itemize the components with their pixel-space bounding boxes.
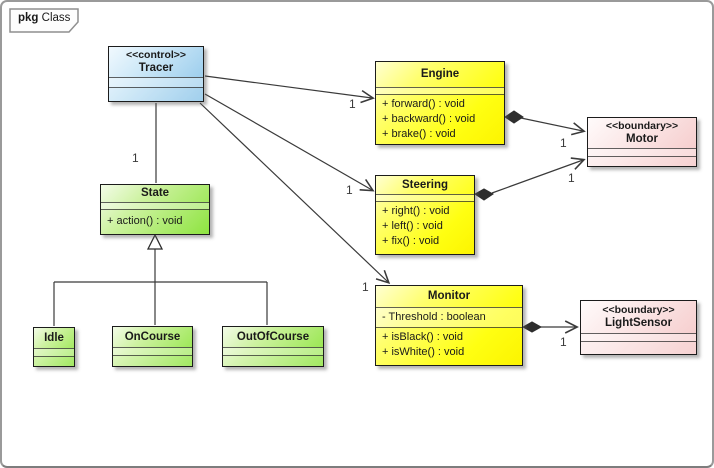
association-tracer-monitor[interactable] <box>199 102 391 285</box>
motor-title-compartment: <<boundary>> Motor <box>588 118 696 148</box>
class-motor[interactable]: <<boundary>> Motor <box>587 117 697 167</box>
lightsensor-stereotype: <<boundary>> <box>602 304 675 316</box>
operation: + brake() : void <box>382 128 456 140</box>
motor-stereotype: <<boundary>> <box>605 120 679 132</box>
engine-operations-compartment: + forward() : void + backward() : void +… <box>376 94 504 144</box>
engine-title-compartment: Engine <box>376 62 504 87</box>
engine-name: Engine <box>420 68 460 80</box>
class-state[interactable]: State + action() : void <box>100 184 210 235</box>
steering-title-compartment: Steering <box>376 176 474 194</box>
multiplicity-steering-motor: 1 <box>568 171 575 185</box>
tracer-title-compartment: <<control>> Tracer <box>109 47 203 77</box>
aggregation-engine-motor[interactable] <box>504 110 586 136</box>
diamond-icon <box>474 188 494 201</box>
tracer-operations-compartment <box>109 87 203 101</box>
class-outofcourse[interactable]: OutOfCourse <box>222 326 324 367</box>
tracer-name: Tracer <box>138 62 174 74</box>
tracer-attributes-compartment <box>109 77 203 87</box>
oncourse-operations-compartment <box>113 355 192 366</box>
class-idle[interactable]: Idle <box>33 327 75 367</box>
operation: + isWhite() : void <box>382 346 465 358</box>
oncourse-attributes-compartment <box>113 347 192 355</box>
multiplicity-tracer-state: 1 <box>132 151 139 165</box>
motor-attributes-compartment <box>588 148 696 156</box>
operation: + action() : void <box>107 215 183 227</box>
monitor-operations-compartment: + isBlack() : void + isWhite() : void <box>376 327 522 365</box>
outofcourse-operations-compartment <box>223 355 323 366</box>
state-title-compartment: State <box>101 185 209 202</box>
outofcourse-attributes-compartment <box>223 347 323 355</box>
idle-operations-compartment <box>34 356 74 366</box>
class-oncourse[interactable]: OnCourse <box>112 326 193 367</box>
lightsensor-attributes-compartment <box>581 333 696 341</box>
steering-operations-compartment: + right() : void + left() : void + fix()… <box>376 201 474 254</box>
idle-name: Idle <box>44 331 64 344</box>
diamond-icon <box>521 321 543 333</box>
steering-attributes-compartment <box>376 194 474 201</box>
motor-operations-compartment <box>588 156 696 166</box>
state-operations-compartment: + action() : void <box>101 209 209 234</box>
oncourse-name: OnCourse <box>124 330 181 343</box>
idle-title-compartment: Idle <box>34 328 74 348</box>
state-name: State <box>140 187 170 199</box>
association-tracer-steering[interactable] <box>204 93 375 192</box>
package-tab[interactable]: pkg Class <box>18 12 70 25</box>
class-lightsensor[interactable]: <<boundary>> LightSensor <box>580 300 697 355</box>
motor-name: Motor <box>626 133 658 145</box>
steering-name: Steering <box>401 178 448 191</box>
aggregation-steering-motor[interactable] <box>474 157 586 201</box>
monitor-attributes-compartment: - Threshold : boolean <box>376 307 522 327</box>
association-tracer-engine[interactable] <box>204 75 375 104</box>
class-engine[interactable]: Engine + forward() : void + backward() :… <box>375 61 505 145</box>
package-name: Class <box>41 12 71 24</box>
operation: + left() : void <box>382 220 443 232</box>
oncourse-title-compartment: OnCourse <box>113 327 192 347</box>
outofcourse-title-compartment: OutOfCourse <box>223 327 323 347</box>
operation: + forward() : void <box>382 98 465 110</box>
idle-attributes-compartment <box>34 348 74 356</box>
operation: + backward() : void <box>382 113 476 125</box>
engine-attributes-compartment <box>376 87 504 94</box>
multiplicity-tracer-steering: 1 <box>346 183 353 197</box>
class-tracer[interactable]: <<control>> Tracer <box>108 46 204 102</box>
monitor-title-compartment: Monitor <box>376 286 522 307</box>
multiplicity-tracer-engine: 1 <box>349 97 356 111</box>
class-monitor[interactable]: Monitor - Threshold : boolean + isBlack(… <box>375 285 523 366</box>
class-steering[interactable]: Steering + right() : void + left() : voi… <box>375 175 475 255</box>
lightsensor-name: LightSensor <box>604 317 673 329</box>
lightsensor-operations-compartment <box>581 341 696 354</box>
diamond-icon <box>504 110 524 124</box>
package-tab-shape <box>9 8 79 33</box>
operation: + fix() : void <box>382 235 440 247</box>
aggregation-monitor-lightsensor[interactable] <box>521 320 579 334</box>
generalization-state-subclasses[interactable] <box>53 233 268 326</box>
multiplicity-tracer-monitor: 1 <box>362 280 369 294</box>
state-attributes-compartment <box>101 202 209 209</box>
outofcourse-name: OutOfCourse <box>236 330 310 343</box>
generalization-triangle-icon <box>146 233 164 250</box>
multiplicity-engine-motor: 1 <box>560 136 567 150</box>
package-keyword: pkg <box>18 12 39 24</box>
tracer-stereotype: <<control>> <box>125 49 187 61</box>
operation: + isBlack() : void <box>382 331 463 343</box>
operation: + right() : void <box>382 205 450 217</box>
monitor-name: Monitor <box>427 290 471 302</box>
multiplicity-monitor-lightsensor: 1 <box>560 335 567 349</box>
attribute: - Threshold : boolean <box>382 311 486 323</box>
lightsensor-title-compartment: <<boundary>> LightSensor <box>581 301 696 333</box>
